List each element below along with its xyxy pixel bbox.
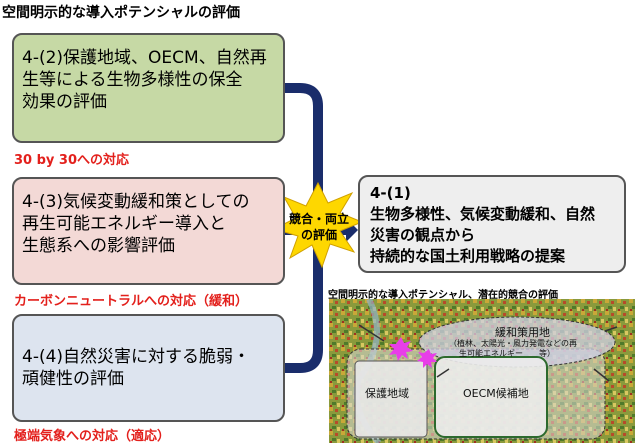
biodiversity-box: 4-(2)保護地域、OECM、自然再 生等による生物多様性の保全 効果の評価 bbox=[12, 33, 285, 143]
star-burst bbox=[272, 181, 364, 269]
box-line: 持続的な国土利用戦略の提案 bbox=[370, 247, 566, 265]
conflict-burst bbox=[389, 337, 413, 361]
arrow bbox=[436, 368, 450, 378]
strategy-box: 4-(1) 生物多様性、気候変動緩和、自然 災害の観点から 持続的な国土利用戦略… bbox=[358, 175, 626, 273]
star-label: 競合・両立 の評価 bbox=[279, 211, 359, 243]
star-label-line: の評価 bbox=[300, 228, 337, 242]
map-graphic bbox=[329, 299, 635, 443]
oecm-label: OECM候補地 bbox=[463, 387, 529, 400]
box1-caption: 30 by 30への対応 bbox=[14, 153, 130, 168]
box-line: 効果の評価 bbox=[22, 92, 107, 112]
mitigation-note: 生可能エネルギー 等） bbox=[459, 349, 555, 358]
conflict-burst bbox=[417, 349, 437, 368]
protected-label: 保護地域 bbox=[365, 387, 409, 400]
box-line: 4-(4)自然災害に対する脆弱・ bbox=[22, 347, 251, 367]
mitigation-label: 緩和策用地 bbox=[495, 326, 550, 339]
land-use-map: 緩和策用地 （植林、太陽光・風力発電などの再 生可能エネルギー 等） 保護地域 … bbox=[329, 299, 635, 443]
box-line: 災害の観点から bbox=[370, 226, 476, 244]
box-line: 4-(2)保護地域、OECM、自然再 bbox=[22, 48, 267, 68]
climate-mitigation-box: 4-(3)気候変動緩和策としての 再生可能エネルギー導入と 生態系への影響評価 bbox=[12, 177, 285, 285]
arrow bbox=[604, 326, 618, 332]
box2-caption: カーボンニュートラルへの対応（緩和） bbox=[14, 294, 249, 309]
protected-zone bbox=[354, 360, 428, 438]
star-label-line: 競合・両立 bbox=[288, 212, 349, 226]
page-title: 空間明示的な導入ポテンシャルの評価 bbox=[2, 5, 240, 21]
box-line: 再生可能エネルギー導入と bbox=[22, 214, 226, 234]
box-line: 4-(1) bbox=[370, 184, 411, 202]
disaster-box: 4-(4)自然災害に対する脆弱・ 頑健性の評価 bbox=[12, 314, 285, 422]
box-line: 4-(3)気候変動緩和策としての bbox=[22, 192, 250, 212]
box-line: 生態系への影響評価 bbox=[22, 236, 175, 256]
box-line: 生等による生物多様性の保全 bbox=[22, 70, 243, 90]
box-line: 頑健性の評価 bbox=[22, 369, 124, 389]
arrow bbox=[593, 368, 610, 382]
illustration-title: 空間明示的な導入ポテンシャル、潜在的競合の評価 bbox=[328, 290, 558, 301]
box3-caption: 極端気象への対応（適応） bbox=[14, 429, 171, 444]
oecm-zone bbox=[434, 356, 548, 438]
arrow bbox=[358, 324, 385, 342]
mitigation-note: （植林、太陽光・風力発電などの再 bbox=[449, 339, 577, 348]
box-line: 生物多様性、気候変動緩和、自然 bbox=[370, 205, 596, 223]
